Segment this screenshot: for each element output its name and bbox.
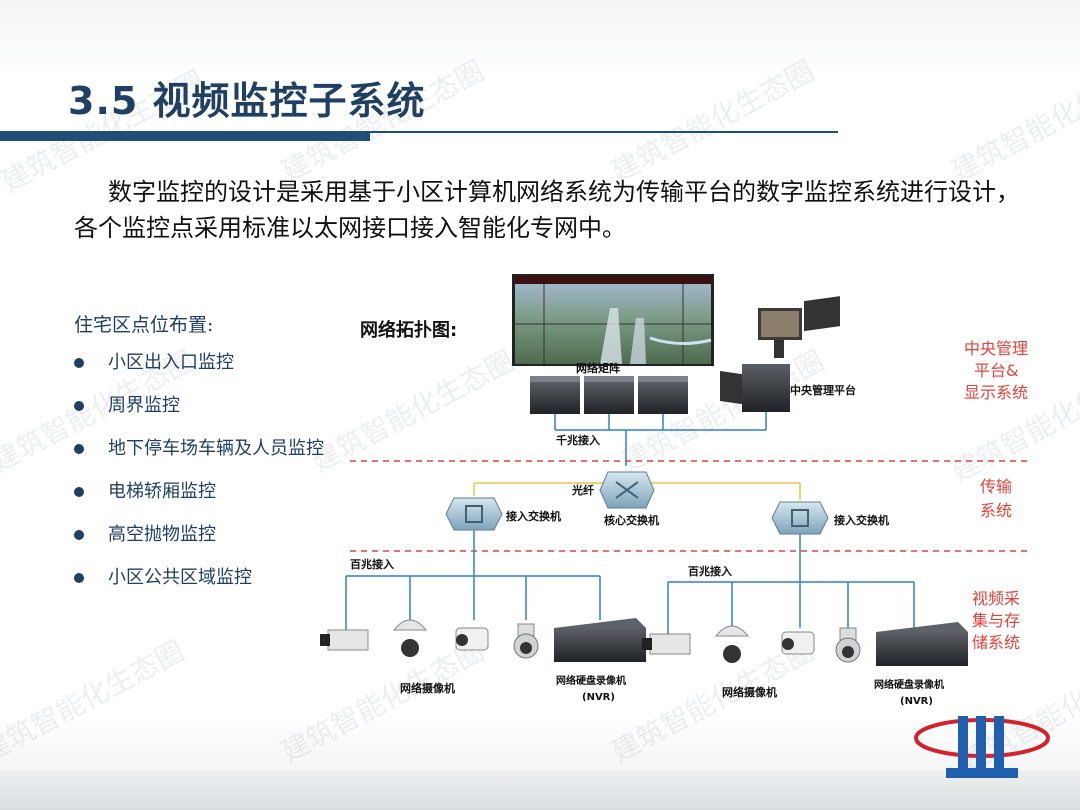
nvr-left-label: 网络硬盘录像机	[556, 674, 626, 687]
list-item-label: 电梯轿厢监控	[108, 481, 216, 502]
list-item-label: 高空抛物监控	[108, 524, 216, 545]
camera-left-label: 网络摄像机	[400, 681, 455, 695]
camera-right-label: 网络摄像机	[722, 685, 777, 699]
zone-label-line: 视频采	[972, 589, 1020, 608]
topology-title: 网络拓扑图:	[360, 319, 457, 341]
watermark: 建筑智能化生态圈	[604, 50, 821, 190]
list-item: 小区公共区域监控	[74, 563, 324, 606]
fast-ethernet-left-label: 百兆接入	[350, 557, 394, 571]
list-item-label: 周界监控	[108, 395, 180, 416]
matrix-device	[530, 376, 688, 414]
nvr-right-sub: (NVR)	[900, 696, 933, 707]
zone-label-line: 传输	[980, 477, 1012, 496]
page-title: 3.5 视频监控子系统	[68, 70, 426, 125]
nvr-right-label: 网络硬盘录像机	[874, 678, 944, 691]
list-item: 周界监控	[74, 391, 324, 434]
list-item-label: 地下停车场车辆及人员监控	[108, 438, 324, 459]
ptz-camera-icon	[514, 624, 538, 658]
watermark: 建筑智能化生态圈	[0, 630, 190, 770]
intro-paragraph: 数字监控的设计是采用基于小区计算机网络系统为传输平台的数字监控系统进行设计，各个…	[74, 174, 1034, 246]
list-item: 小区出入口监控	[74, 348, 324, 391]
title-rule-accent	[0, 131, 370, 141]
nvr-left-sub: (NVR)	[582, 692, 615, 703]
company-logo	[906, 712, 1058, 784]
gigabit-label: 千兆接入	[556, 433, 600, 447]
list-item: 电梯轿厢监控	[74, 477, 324, 520]
zone-label-transport: 传输 系统	[980, 477, 1012, 520]
bullet-icon	[74, 487, 84, 497]
access-switch-right-label: 接入交换机	[834, 513, 889, 527]
access-switch-left-label: 接入交换机	[506, 509, 561, 523]
bullet-icon	[74, 444, 84, 454]
fast-ethernet-right-label: 百兆接入	[688, 564, 732, 578]
bullet-icon	[74, 401, 84, 411]
core-switch-icon	[600, 472, 654, 508]
central-platform-label: 中央管理平台	[790, 383, 856, 397]
list-item: 高空抛物监控	[74, 520, 324, 563]
zone-label-central: 中央管理 平台& 显示系统	[964, 339, 1028, 402]
bullet-icon	[74, 530, 84, 540]
layout-heading: 住宅区点位布置:	[74, 310, 213, 337]
bullet-camera-icon	[456, 628, 488, 650]
fast-ethernet-links-right	[668, 534, 914, 634]
zone-label-line: 中央管理	[964, 339, 1028, 358]
zone-label-line: 显示系统	[964, 383, 1028, 402]
ptz-camera-icon	[836, 628, 860, 662]
matrix-label: 网络矩阵	[576, 361, 620, 375]
core-switch-label: 核心交换机	[604, 513, 659, 527]
dome-camera-icon	[716, 626, 748, 663]
zone-label-line: 系统	[980, 501, 1012, 520]
fast-ethernet-links-left	[346, 530, 600, 630]
list-item: 地下停车场车辆及人员监控	[74, 434, 324, 477]
nvr-device-icon	[876, 622, 968, 666]
access-switch-icon	[446, 498, 502, 530]
box-camera-icon	[320, 630, 368, 650]
video-wall	[512, 274, 714, 366]
bullet-camera-icon	[782, 632, 814, 654]
zone-label-capture: 视频采 集与存 储系统	[972, 589, 1020, 652]
network-topology-diagram: 网络矩阵 中央管理平台 网络拓扑图: 千兆接入 光纤 核心交换机 接入交换机	[300, 268, 1040, 718]
box-camera-icon	[642, 634, 690, 654]
nvr-device-icon	[554, 618, 646, 662]
fiber-label: 光纤	[571, 483, 594, 497]
bullet-icon	[74, 358, 84, 368]
zone-label-line: 平台&	[974, 361, 1018, 380]
list-item-label: 小区出入口监控	[108, 352, 234, 373]
layout-list: 小区出入口监控 周界监控 地下停车场车辆及人员监控 电梯轿厢监控 高空抛物监控 …	[74, 348, 324, 606]
bullet-icon	[74, 573, 84, 583]
access-switch-icon	[772, 502, 828, 534]
dome-camera-icon	[394, 620, 426, 657]
list-item-label: 小区公共区域监控	[108, 567, 252, 588]
zone-label-line: 储系统	[972, 633, 1020, 652]
zone-label-line: 集与存	[972, 611, 1020, 630]
central-platform-device	[742, 364, 790, 412]
watermark: 建筑智能化生态圈	[944, 50, 1080, 190]
